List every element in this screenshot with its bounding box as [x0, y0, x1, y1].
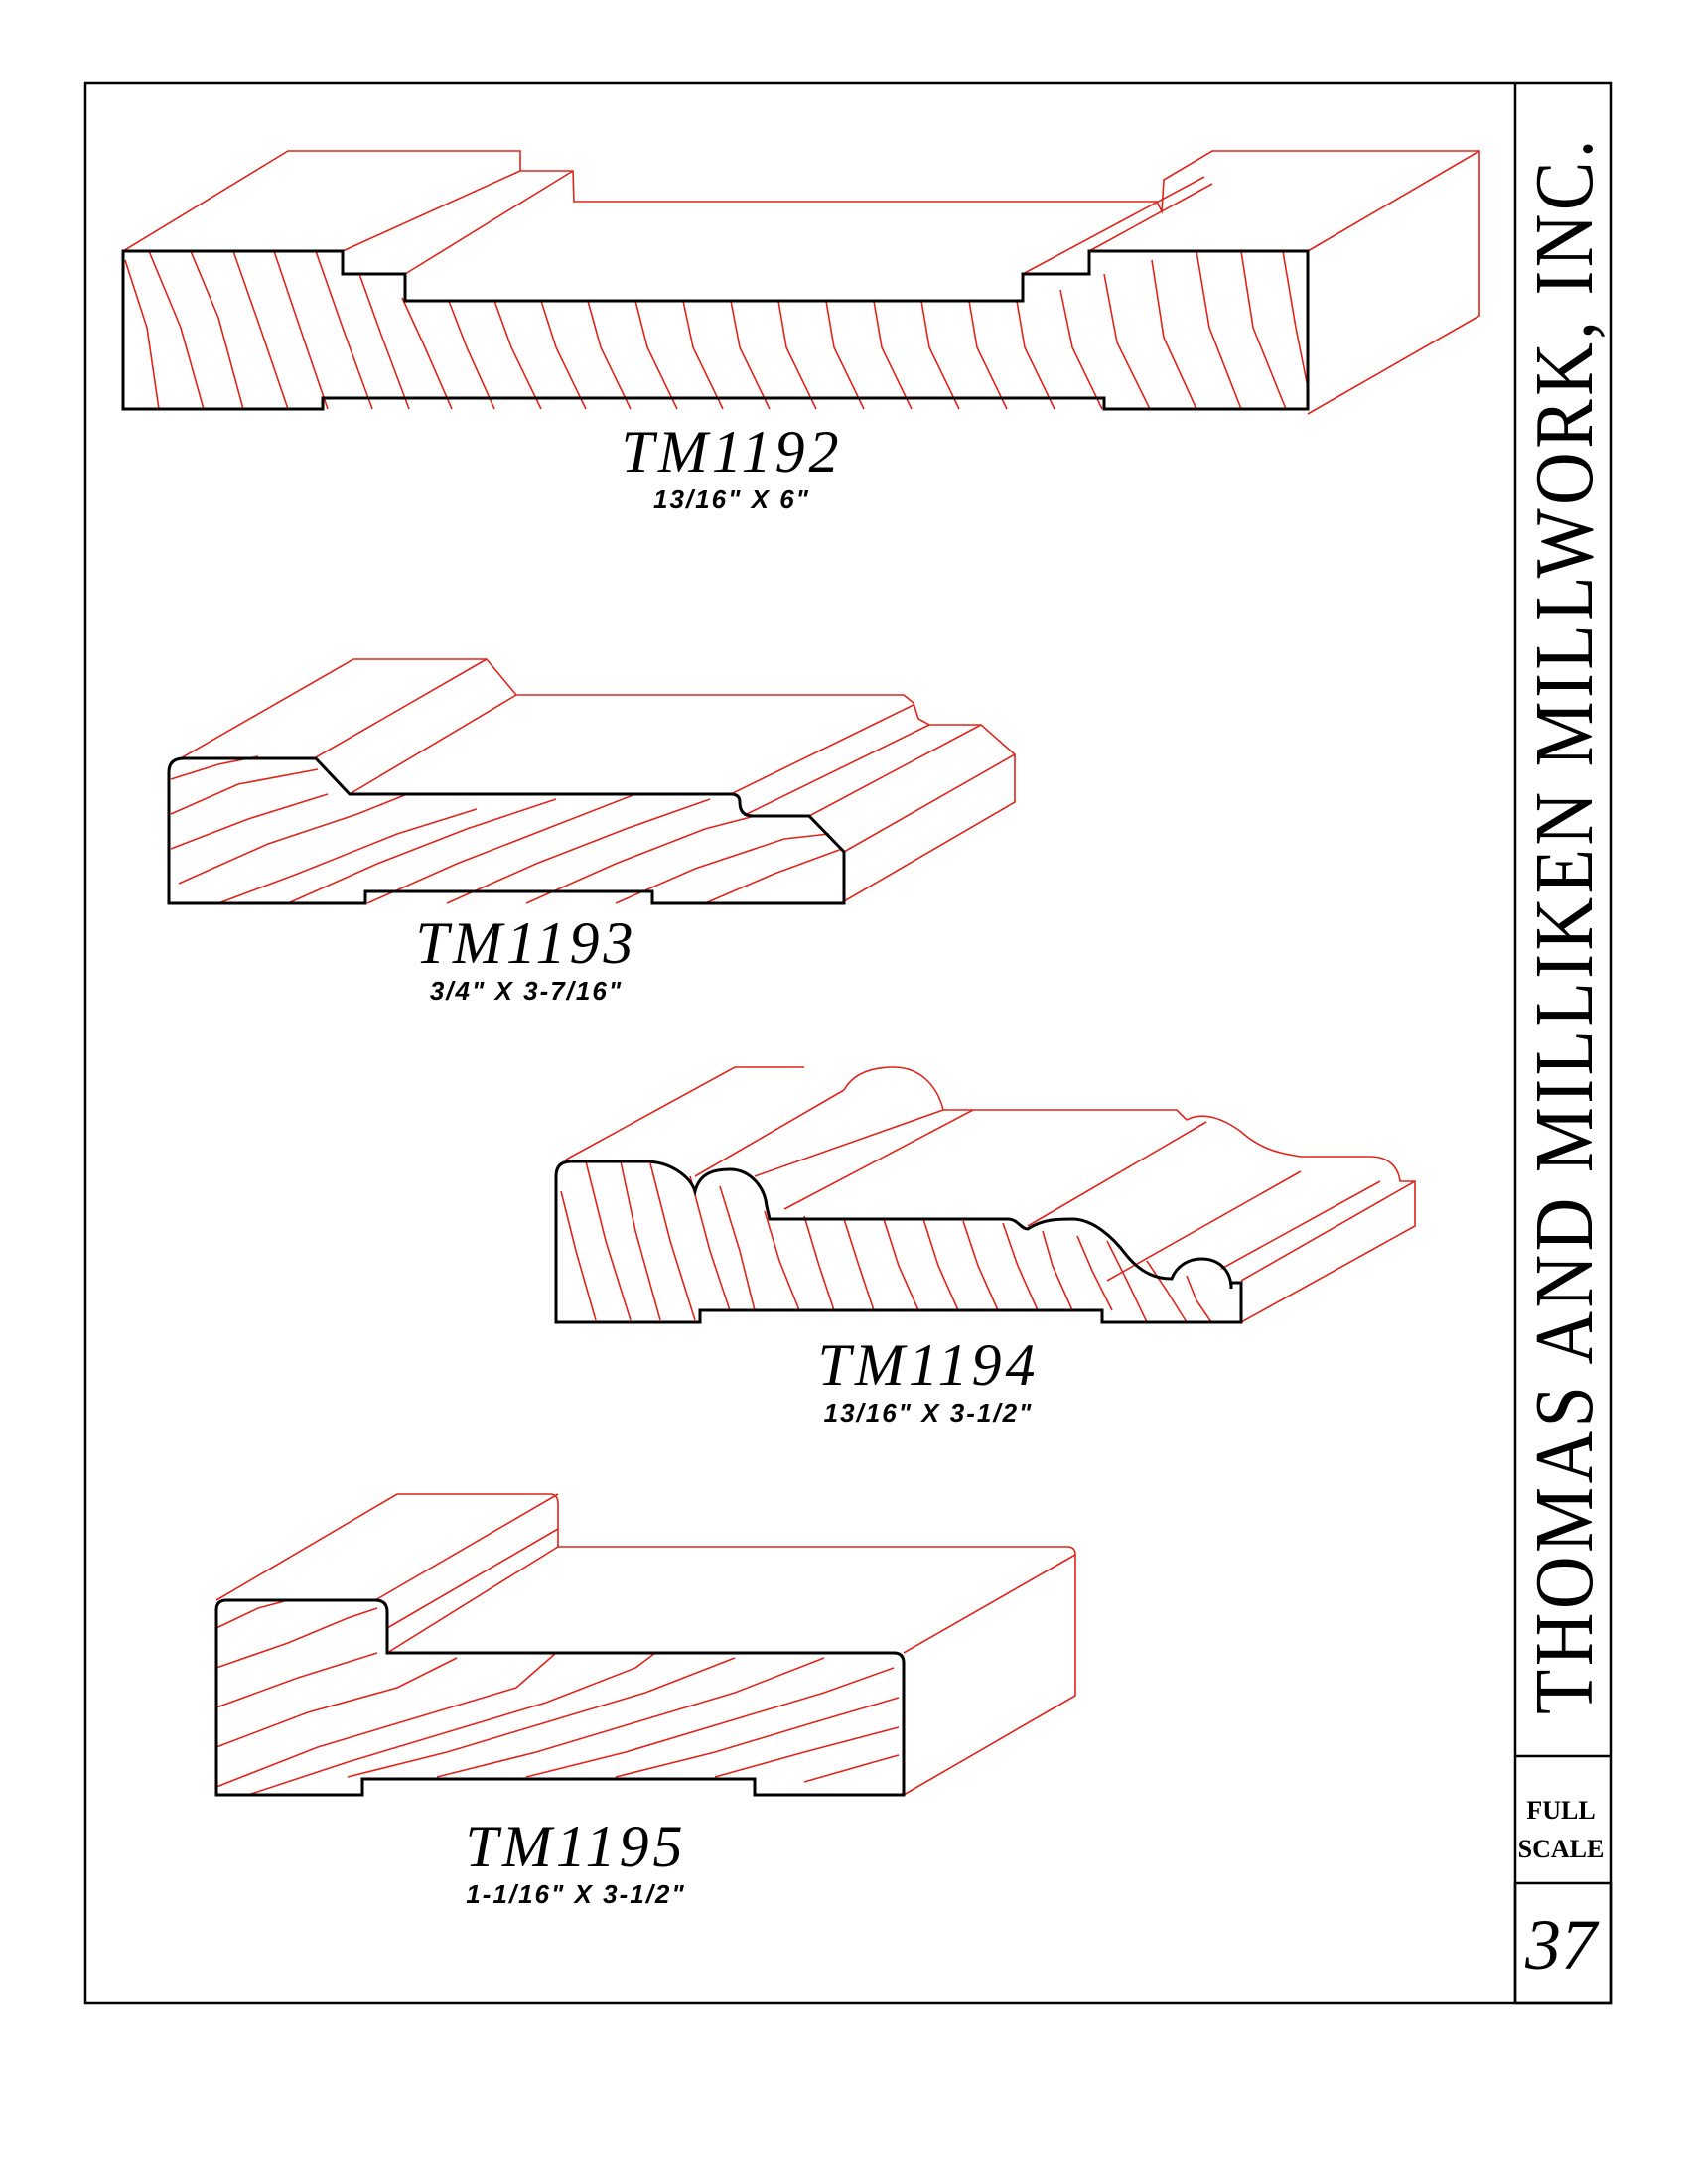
wood-grain-tm1194: [560, 1160, 1212, 1323]
dimensions-label-tm1193: 3/4" X 3-7/16": [430, 976, 623, 1006]
dimensions-label-tm1195: 1-1/16" X 3-1/2": [466, 1879, 685, 1909]
profile-3d-extrusion-tm1192: [122, 150, 1480, 415]
profile-3d-extrusion-tm1194: [565, 1066, 1416, 1323]
profile-3d-extrusion-tm1193: [178, 658, 1016, 902]
model-label-tm1195: TM1195: [466, 1814, 687, 1879]
scale-label-line2: SCALE: [1518, 1835, 1605, 1863]
dimensions-label-tm1192: 13/16" X 6": [653, 484, 810, 514]
profile-drawing-tm1193: [167, 658, 1016, 905]
page-border: [83, 81, 1613, 2005]
profile-section-outline-tm1192: [121, 249, 1310, 411]
company-name: THOMAS AND MILLIKEN MILLWORK, INC.: [1518, 136, 1611, 1714]
model-label-tm1192: TM1192: [622, 419, 843, 484]
profile-drawing-tm1194: [554, 1066, 1416, 1324]
model-label-tm1194: TM1194: [818, 1332, 1040, 1398]
wood-grain-tm1195: [215, 1599, 900, 1796]
profile-drawing-tm1192: [121, 150, 1480, 415]
profile-3d-extrusion-tm1195: [215, 1493, 1076, 1796]
model-label-tm1193: TM1193: [416, 910, 637, 976]
wood-grain-tm1193: [170, 755, 843, 904]
profile-section-outline-tm1193: [167, 756, 846, 905]
dimensions-label-tm1194: 13/16" X 3-1/2": [824, 1398, 1034, 1428]
page-number-box: [1513, 1881, 1613, 2005]
page-number: 37: [1524, 1905, 1600, 1984]
profile-drawing-tm1195: [214, 1493, 1076, 1797]
wood-grain-tm1192: [124, 250, 1310, 410]
profile-section-outline-tm1195: [214, 1598, 906, 1797]
scale-label-line1: FULL: [1526, 1796, 1595, 1825]
profile-section-outline-tm1194: [554, 1160, 1243, 1324]
